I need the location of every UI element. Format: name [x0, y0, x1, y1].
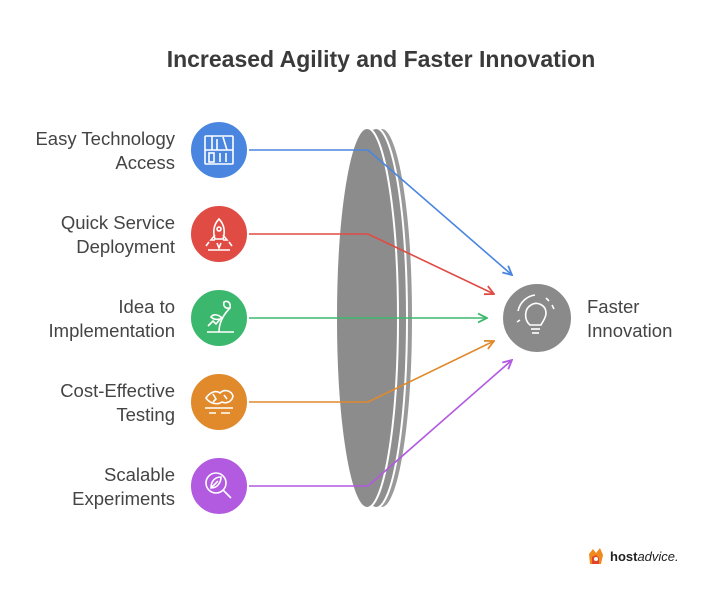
input-label-line2: Experiments	[72, 488, 175, 509]
connector-easy-technology-access	[249, 149, 512, 275]
input-label-idea-to-implementation: Idea to Implementation	[0, 295, 175, 343]
bookshelf-icon	[189, 120, 249, 180]
input-label-line1: Easy Technology	[35, 128, 175, 149]
input-label-line2: Access	[115, 152, 175, 173]
input-label-line1: Quick Service	[60, 212, 175, 233]
input-label-line1: Idea to	[118, 296, 175, 317]
connector-cost-effective-testing	[249, 341, 494, 403]
input-label-line2: Implementation	[48, 320, 175, 341]
input-label-easy-technology-access: Easy Technology Access	[0, 127, 175, 175]
input-label-line2: Deployment	[76, 236, 175, 257]
hostadvice-watermark: hostadvice.	[586, 546, 679, 566]
rocket-icon	[189, 204, 249, 264]
input-label-scalable-experiments: Scalable Experiments	[0, 463, 175, 511]
output-label-line1: Faster	[587, 296, 640, 317]
input-label-quick-service-deployment: Quick Service Deployment	[0, 211, 175, 259]
cracked-earth-icon	[189, 372, 249, 432]
input-label-cost-effective-testing: Cost-Effective Testing	[0, 379, 175, 427]
output-label-faster-innovation: Faster Innovation	[587, 295, 672, 343]
connector-quick-service-deployment	[249, 233, 494, 294]
hostadvice-logo-icon	[589, 548, 603, 564]
diagram-title: Increased Agility and Faster Innovation	[166, 46, 596, 72]
watermark-host: host	[610, 548, 638, 564]
input-label-line1: Scalable	[104, 464, 175, 485]
magnify-leaf-icon	[189, 456, 249, 516]
lightbulb-icon	[501, 282, 573, 354]
connector-scalable-experiments	[249, 360, 512, 487]
output-label-line2: Innovation	[587, 320, 673, 341]
watermark-text: hostadvice.	[610, 549, 679, 564]
watermark-advice: advice.	[637, 548, 679, 564]
input-label-line2: Testing	[116, 404, 175, 425]
input-label-line1: Cost-Effective	[60, 380, 175, 401]
sprout-icon	[189, 288, 249, 348]
